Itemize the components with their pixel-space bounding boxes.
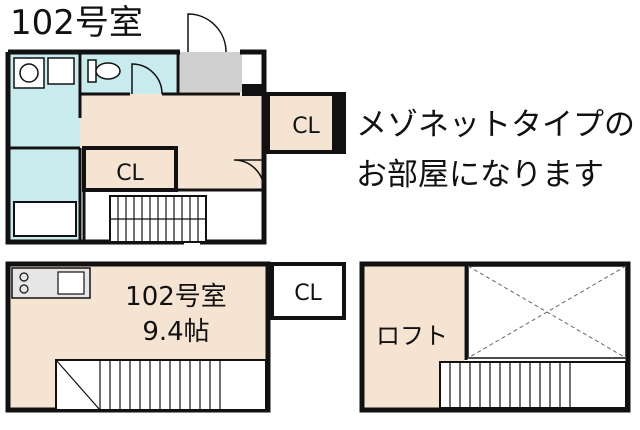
page-title: 102号室 (10, 3, 143, 43)
lower-outer-wall (5, 261, 271, 413)
toilet-tank-icon (87, 59, 97, 83)
closet-right-label: CL (292, 114, 320, 139)
closet-center (82, 146, 178, 192)
closet-lower (270, 262, 346, 320)
washer-icon (13, 57, 45, 89)
note-line-2: お部屋になります (356, 157, 604, 193)
entrance-floor (178, 52, 242, 92)
entry-door (187, 13, 227, 53)
closet-right (266, 92, 346, 154)
washer-drum-icon (19, 63, 39, 83)
main-room-size: 9.4帖 (142, 317, 209, 347)
toilet-door (131, 63, 163, 95)
wall-column (242, 84, 264, 96)
upper-interior-walls (8, 52, 264, 242)
loft-floor (359, 261, 631, 413)
lower-floor (5, 261, 346, 413)
wall-column-2 (332, 92, 346, 154)
kitchen-sink-icon (57, 271, 85, 295)
loft-outer-wall (359, 261, 631, 413)
void-cross-2 (467, 265, 627, 359)
stairs-loft (439, 361, 627, 409)
note-line-1: メゾネットタイプの (356, 107, 635, 143)
stove-burner-icon (19, 272, 29, 282)
hall-door (233, 159, 265, 191)
bathtub-icon (13, 201, 77, 237)
closet-lower-label: CL (294, 281, 322, 306)
upper-floor (5, 13, 346, 245)
toilet-bowl-icon (95, 62, 121, 80)
closet-center-label: CL (116, 161, 144, 186)
stairs-upper (109, 195, 207, 243)
loft-label: ロフト (376, 322, 448, 350)
washbasin-icon (47, 57, 75, 85)
stove-burner-icon-2 (19, 284, 29, 294)
stairs-lower (55, 359, 267, 411)
main-room-name: 102号室 (125, 282, 227, 312)
